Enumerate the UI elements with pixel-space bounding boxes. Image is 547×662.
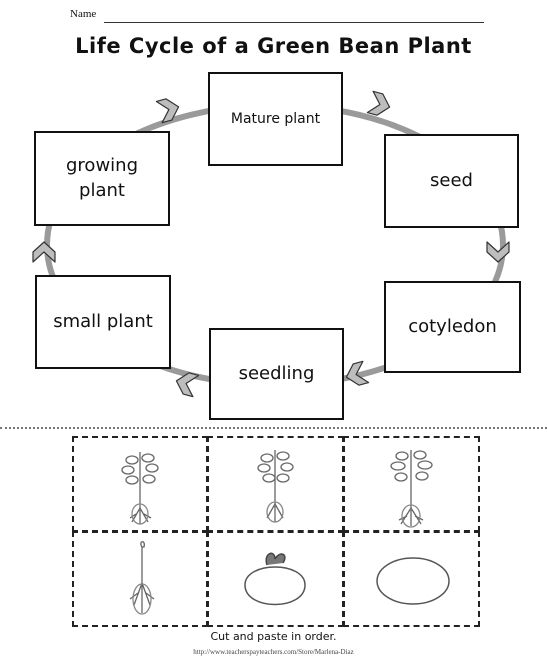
cycle-label: growing [66, 154, 138, 178]
sprout-icon [74, 533, 206, 625]
bean-plant-icon [209, 438, 342, 530]
picture-card[interactable] [72, 531, 208, 627]
cycle-label: Mature plant [231, 110, 320, 129]
cycle-label: seedling [239, 362, 315, 386]
cycle-box-small-plant: small plant [35, 275, 171, 369]
cycle-box-seed: seed [384, 134, 519, 228]
bean-seed-icon [345, 533, 478, 625]
picture-card[interactable] [207, 436, 344, 532]
picture-card[interactable] [72, 436, 208, 532]
picture-card[interactable] [343, 436, 480, 532]
picture-card[interactable] [207, 531, 344, 627]
arrow-chevron-icon [487, 242, 509, 262]
cycle-box-mature-plant: Mature plant [208, 72, 343, 166]
source-url[interactable]: http://www.teacherspayteachers.com/Store… [0, 648, 547, 656]
cycle-box-growing-plant: growing plant [34, 131, 170, 226]
cycle-label: small plant [53, 310, 153, 334]
bean-plant-icon [74, 438, 206, 530]
cycle-label: plant [79, 179, 125, 203]
arrow-chevron-icon [33, 242, 55, 262]
cycle-label: cotyledon [408, 315, 497, 339]
cut-paste-instruction: Cut and paste in order. [0, 630, 547, 643]
bean-plant-icon [345, 438, 478, 530]
arrow-chevron-icon [367, 91, 392, 117]
cut-line [0, 427, 547, 429]
sprouting-bean-icon [209, 533, 342, 625]
cycle-label: seed [430, 169, 473, 193]
picture-card[interactable] [343, 531, 480, 627]
cycle-box-cotyledon: cotyledon [384, 281, 521, 373]
cycle-box-seedling: seedling [209, 328, 344, 420]
